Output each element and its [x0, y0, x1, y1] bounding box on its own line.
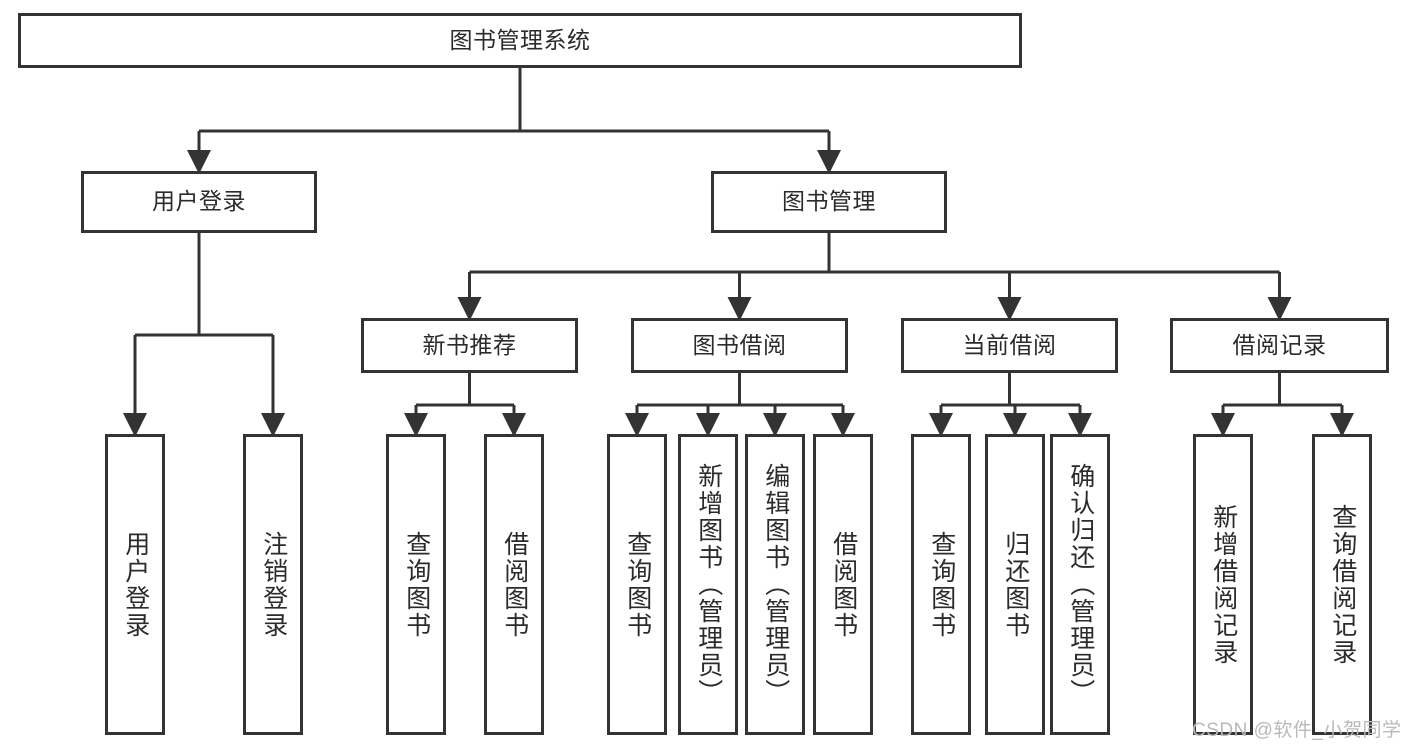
node-label: 归还图书 — [1001, 530, 1030, 639]
node-label: 图书管理系统 — [449, 26, 591, 53]
node-label: 查询借阅记录 — [1328, 503, 1357, 666]
leaf-borrow-book-1[interactable]: 借阅图书 — [484, 434, 544, 735]
node-label: 查询图书 — [402, 530, 431, 639]
node-label: 确认归还（管理员） — [1066, 463, 1095, 706]
leaf-query-book-3[interactable]: 查询图书 — [911, 434, 971, 735]
leaf-edit-book[interactable]: 编辑图书（管理员） — [745, 434, 805, 735]
node-borrowing-record[interactable]: 借阅记录 — [1170, 318, 1389, 373]
leaf-query-book-2[interactable]: 查询图书 — [607, 434, 667, 735]
node-root[interactable]: 图书管理系统 — [18, 13, 1022, 68]
leaf-add-book[interactable]: 新增图书（管理员） — [678, 434, 738, 735]
leaf-query-book-1[interactable]: 查询图书 — [386, 434, 446, 735]
node-label: 借阅图书 — [829, 530, 858, 639]
leaf-query-borrow-record[interactable]: 查询借阅记录 — [1312, 434, 1372, 735]
node-label: 当前借阅 — [962, 331, 1057, 358]
node-label: 新增图书（管理员） — [694, 463, 723, 706]
node-label: 用户登录 — [152, 188, 246, 215]
leaf-borrow-book-2[interactable]: 借阅图书 — [813, 434, 873, 735]
node-label: 图书借阅 — [692, 331, 787, 358]
node-label: 查询图书 — [623, 530, 652, 639]
node-book-management[interactable]: 图书管理 — [711, 171, 947, 233]
leaf-return-book[interactable]: 归还图书 — [985, 434, 1045, 735]
node-label: 借阅记录 — [1232, 331, 1327, 358]
node-label: 注销登录 — [259, 530, 288, 639]
node-current-borrowing[interactable]: 当前借阅 — [901, 318, 1118, 373]
node-label: 用户登录 — [121, 530, 150, 639]
leaf-user-login[interactable]: 用户登录 — [105, 434, 165, 735]
node-label: 图书管理 — [782, 188, 876, 215]
node-label: 编辑图书（管理员） — [761, 463, 790, 706]
node-label: 查询图书 — [927, 530, 956, 639]
csdn-watermark: CSDN @软件_小贺同学 — [1192, 720, 1402, 741]
node-book-borrowing[interactable]: 图书借阅 — [631, 318, 848, 373]
leaf-add-borrow-record[interactable]: 新增借阅记录 — [1193, 434, 1253, 735]
node-label: 新增借阅记录 — [1209, 503, 1238, 666]
node-new-book-recommendation[interactable]: 新书推荐 — [361, 318, 578, 373]
node-user-login[interactable]: 用户登录 — [81, 171, 317, 233]
leaf-confirm-return[interactable]: 确认归还（管理员） — [1050, 434, 1110, 735]
node-label: 借阅图书 — [500, 530, 529, 639]
leaf-logout[interactable]: 注销登录 — [243, 434, 303, 735]
node-label: 新书推荐 — [422, 331, 517, 358]
